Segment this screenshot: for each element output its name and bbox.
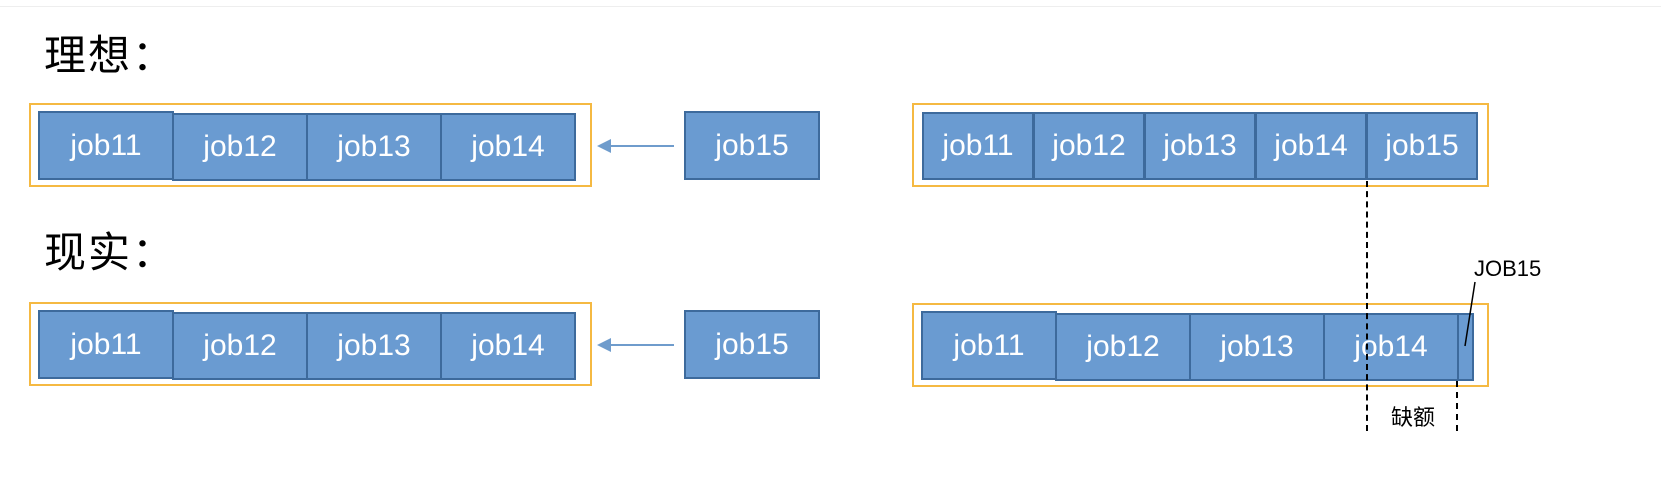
- overflow-job-sliver: [1457, 313, 1474, 381]
- reality-left-queue-frame: [29, 302, 592, 386]
- ideal-right-queue-frame: [912, 103, 1489, 187]
- reality-incoming-job: job15: [684, 310, 820, 379]
- reality-title: 现实：: [44, 228, 177, 277]
- ideal-left-queue-frame: [29, 103, 592, 187]
- ideal-right-job-5: job15: [1366, 112, 1478, 180]
- ideal-arrow: [608, 145, 674, 147]
- overflow-job-label: JOB15: [1474, 256, 1542, 281]
- reality-left-job-3: job13: [306, 312, 442, 380]
- ideal-left-job-1: job11: [38, 111, 174, 180]
- ideal-left-job-4: job14: [440, 113, 576, 181]
- reality-arrow: [608, 344, 674, 346]
- ideal-arrow-head: [597, 139, 611, 153]
- reality-right-job-3: job13: [1189, 313, 1325, 381]
- ideal-right-job-2: job12: [1033, 112, 1145, 180]
- top-divider: [0, 6, 1661, 7]
- gap-dashed-line: [1456, 381, 1458, 431]
- ideal-right-job-1: job11: [922, 112, 1034, 180]
- boundary-dashed-line: [1366, 181, 1368, 431]
- reality-left-job-4: job14: [440, 312, 576, 380]
- reality-left-job-1: job11: [38, 310, 174, 379]
- ideal-right-job-3: job13: [1144, 112, 1256, 180]
- gap-label: 缺额: [1391, 405, 1436, 430]
- reality-arrow-head: [597, 338, 611, 352]
- ideal-title: 理想：: [44, 31, 177, 80]
- reality-left-job-2: job12: [172, 312, 308, 380]
- ideal-incoming-job: job15: [684, 111, 820, 180]
- reality-right-job-2: job12: [1055, 313, 1191, 381]
- reality-right-queue-frame: [912, 303, 1489, 387]
- ideal-left-job-2: job12: [172, 113, 308, 181]
